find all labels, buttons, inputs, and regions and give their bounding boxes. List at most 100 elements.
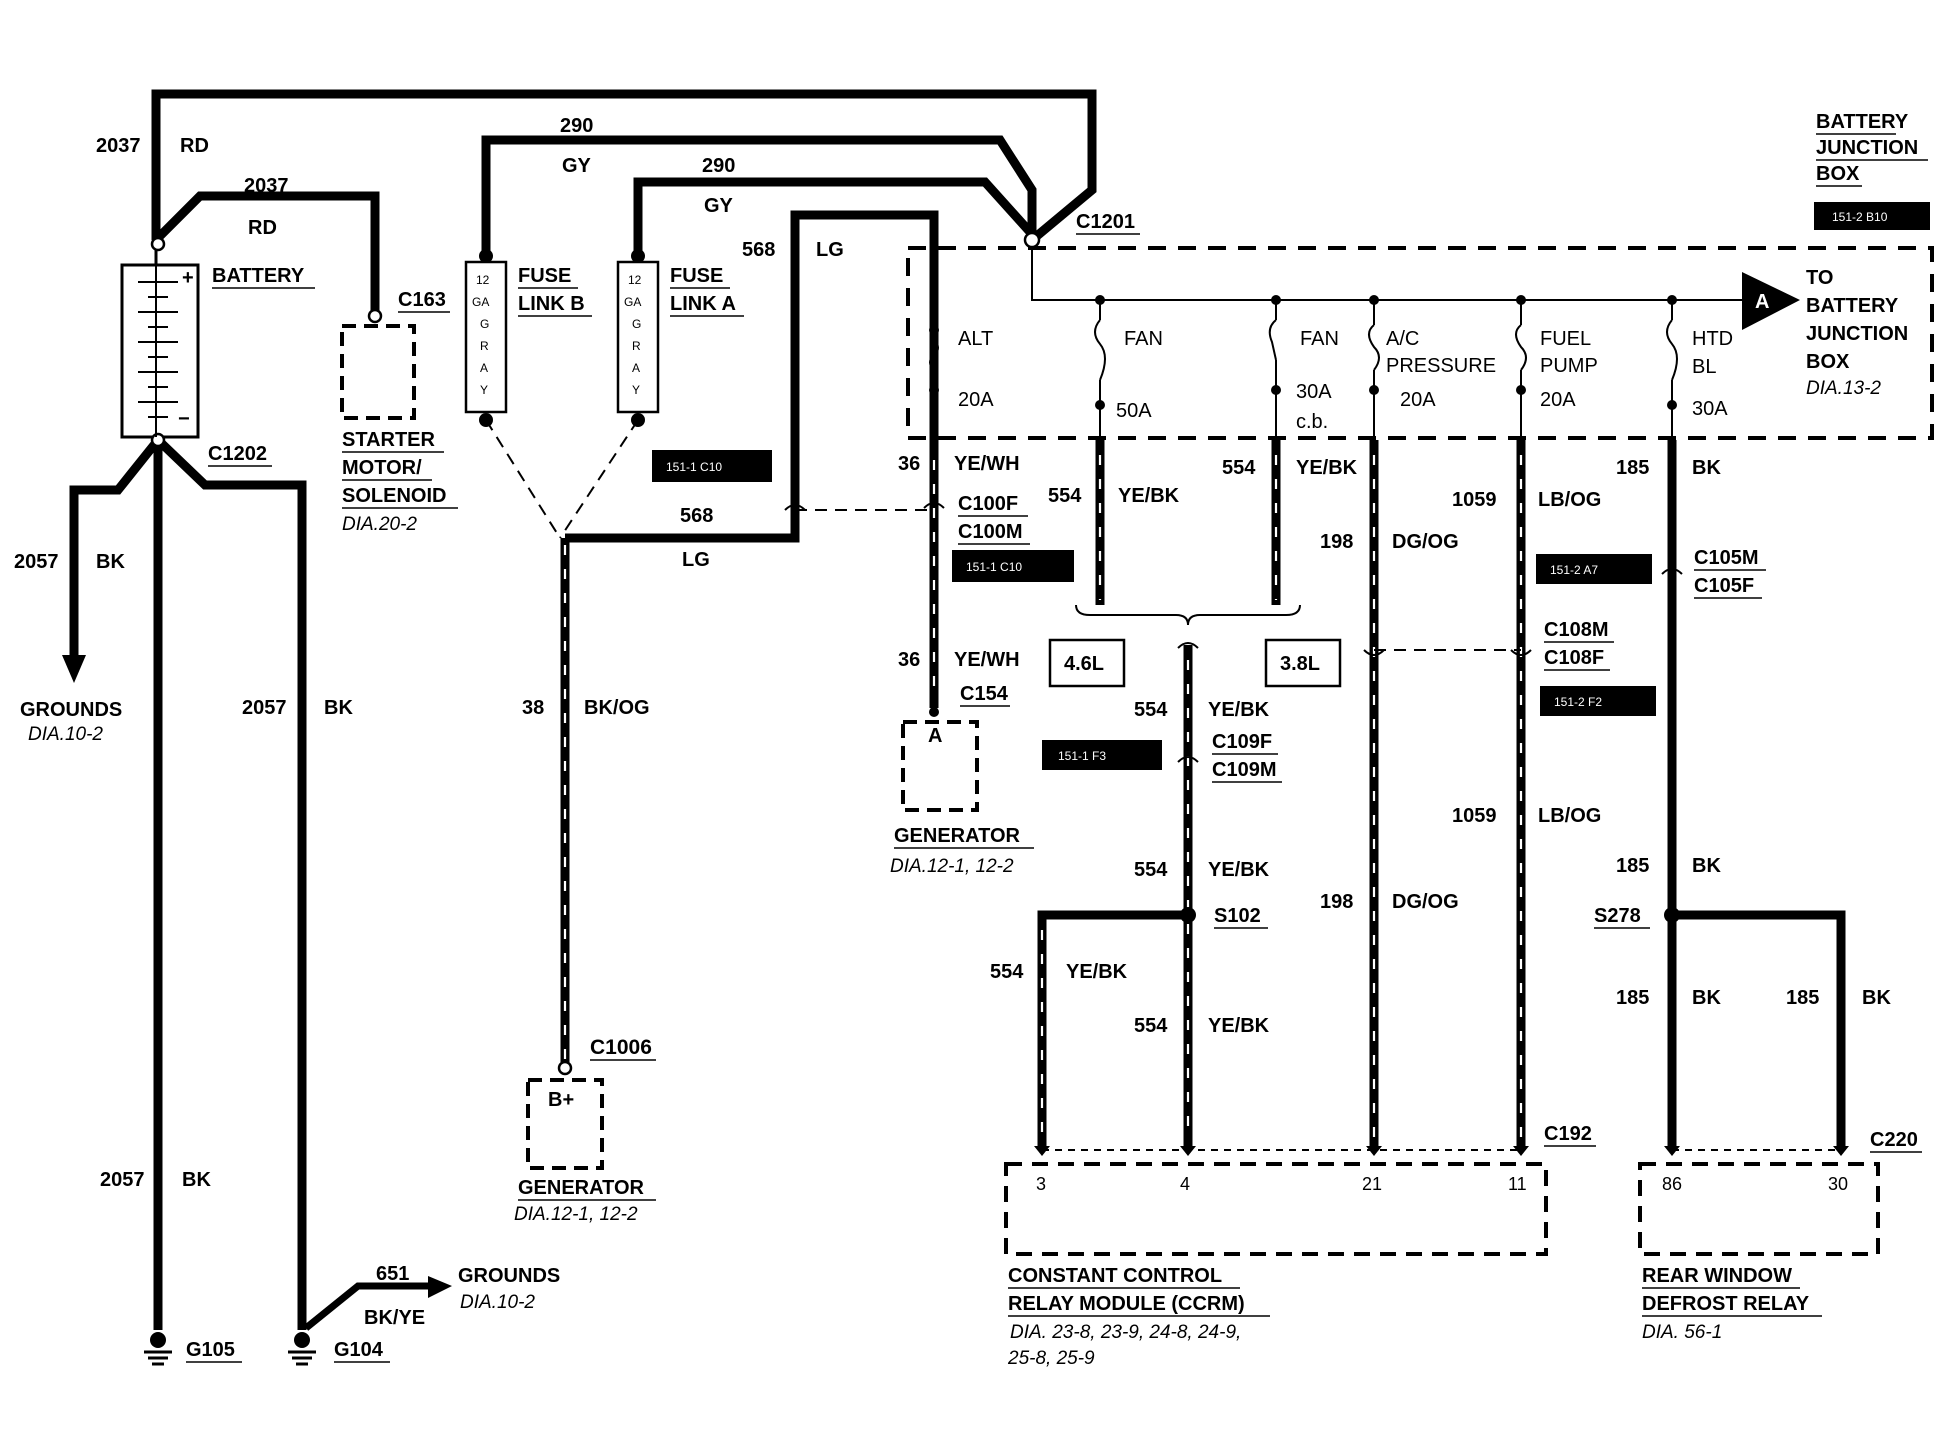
svg-text:185: 185 (1616, 987, 1649, 1009)
svg-text:GROUNDS: GROUNDS (20, 699, 122, 721)
wire-651 (303, 1282, 430, 1331)
svg-text:3.8L: 3.8L (1280, 653, 1320, 675)
svg-text:YE/BK: YE/BK (1208, 859, 1270, 881)
grounds-right-arrow-icon (428, 1276, 452, 1298)
svg-text:C105M: C105M (1694, 547, 1758, 569)
svg-text:554: 554 (1222, 457, 1256, 479)
svg-text:38: 38 (522, 697, 544, 719)
c1201-connector-icon (1023, 231, 1041, 249)
svg-text:C109M: C109M (1212, 759, 1276, 781)
svg-text:C163: C163 (398, 289, 446, 311)
svg-text:554: 554 (1048, 485, 1082, 507)
svg-text:PUMP: PUMP (1540, 355, 1598, 377)
svg-text:S102: S102 (1214, 905, 1261, 927)
svg-text:185: 185 (1616, 457, 1649, 479)
svg-text:198: 198 (1320, 531, 1353, 553)
svg-text:651: 651 (376, 1263, 409, 1285)
svg-text:DEFROST RELAY: DEFROST RELAY (1642, 1293, 1810, 1315)
generator-b-plus: C1006 B+ GENERATOR DIA.12-1, 12-2 (514, 1036, 656, 1225)
svg-text:YE/BK: YE/BK (1208, 1015, 1270, 1037)
svg-text:25-8, 25-9: 25-8, 25-9 (1007, 1348, 1095, 1369)
svg-text:YE/WH: YE/WH (954, 649, 1020, 671)
svg-text:GY: GY (704, 195, 734, 217)
svg-text:RD: RD (248, 217, 277, 239)
svg-text:PRESSURE: PRESSURE (1386, 355, 1496, 377)
svg-text:TO: TO (1806, 267, 1833, 289)
to-jb-arrow-icon (1742, 272, 1800, 330)
svg-text:A: A (480, 361, 488, 375)
svg-text:290: 290 (560, 115, 593, 137)
svg-text:JUNCTION: JUNCTION (1806, 323, 1908, 345)
wire-2037-starter (152, 191, 380, 316)
svg-text:151-1 C10: 151-1 C10 (966, 560, 1022, 574)
svg-text:554: 554 (1134, 859, 1168, 881)
svg-text:G104: G104 (334, 1339, 384, 1361)
wires (69, 89, 1846, 1331)
svg-text:36: 36 (898, 453, 920, 475)
wire-290-link-b (481, 135, 1037, 265)
svg-text:BK: BK (1862, 987, 1891, 1009)
c1201-label: C1201 (1076, 211, 1135, 233)
wire-185-s278 (1672, 910, 1846, 1150)
svg-text:C1202: C1202 (208, 443, 267, 465)
svg-text:BK: BK (182, 1169, 211, 1191)
svg-text:B+: B+ (548, 1089, 574, 1111)
svg-text:185: 185 (1786, 987, 1819, 1009)
svg-text:151-1 F3: 151-1 F3 (1058, 749, 1106, 763)
svg-text:GENERATOR: GENERATOR (894, 825, 1020, 847)
fuse-labels: ALT 20A FAN 50A FAN 30A c.b. A/C PRESSUR… (958, 328, 1733, 433)
starter-motor: C163 STARTER MOTOR/ SOLENOID DIA.20-2 (340, 289, 458, 535)
svg-text:185: 185 (1616, 855, 1649, 877)
svg-text:A: A (632, 361, 640, 375)
svg-text:554: 554 (1134, 1015, 1168, 1037)
svg-text:FAN: FAN (1124, 328, 1163, 350)
svg-text:568: 568 (680, 505, 713, 527)
svg-text:151-1 C10: 151-1 C10 (666, 460, 722, 474)
svg-text:554: 554 (990, 961, 1024, 983)
svg-text:DIA.12-1, 12-2: DIA.12-1, 12-2 (514, 1204, 638, 1225)
svg-text:A: A (928, 725, 942, 747)
fuse-alt (929, 320, 939, 440)
svg-text:BK: BK (1692, 457, 1721, 479)
svg-text:DIA. 56-1: DIA. 56-1 (1642, 1322, 1722, 1343)
svg-text:LG: LG (816, 239, 844, 261)
svg-text:C1006: C1006 (590, 1036, 652, 1059)
svg-text:LB/OG: LB/OG (1538, 805, 1601, 827)
svg-text:2037: 2037 (244, 175, 289, 197)
ground-g105: G105 (144, 1332, 242, 1366)
svg-text:LINK A: LINK A (670, 293, 736, 315)
svg-text:C108M: C108M (1544, 619, 1608, 641)
svg-text:MOTOR/: MOTOR/ (342, 457, 422, 479)
svg-text:C220: C220 (1870, 1129, 1918, 1151)
svg-text:GA: GA (472, 295, 489, 309)
fuse-link-b: 12 GA G R A Y FUSE LINK B (464, 249, 592, 427)
svg-text:YE/BK: YE/BK (1296, 457, 1358, 479)
svg-text:LG: LG (682, 549, 710, 571)
svg-text:20A: 20A (1540, 389, 1576, 411)
svg-text:S278: S278 (1594, 905, 1641, 927)
jb-title: BATTERY JUNCTION BOX 151-2 B10 (1814, 111, 1930, 230)
svg-text:2057: 2057 (100, 1169, 145, 1191)
svg-text:STARTER: STARTER (342, 429, 436, 451)
wire-290-link-a (633, 177, 1034, 265)
svg-text:C154: C154 (960, 683, 1009, 705)
to-jb-label: TO BATTERY JUNCTION BOX DIA.13-2 (1806, 267, 1908, 399)
svg-text:BOX: BOX (1816, 163, 1860, 185)
svg-text:20A: 20A (1400, 389, 1436, 411)
svg-text:DIA.20-2: DIA.20-2 (342, 514, 417, 535)
svg-text:RELAY MODULE (CCRM): RELAY MODULE (CCRM) (1008, 1293, 1245, 1315)
defrost-relay: 86 30 REAR WINDOW DEFROST RELAY DIA. 56-… (1638, 1146, 1880, 1343)
svg-text:BOX: BOX (1806, 351, 1850, 373)
fuse-link-a: 12 GA G R A Y FUSE LINK A (616, 249, 744, 427)
svg-text:JUNCTION: JUNCTION (1816, 137, 1918, 159)
svg-text:86: 86 (1662, 1174, 1682, 1194)
svg-text:Y: Y (480, 383, 488, 397)
svg-text:30A: 30A (1296, 381, 1332, 403)
svg-text:FUSE: FUSE (518, 265, 571, 287)
svg-text:YE/BK: YE/BK (1118, 485, 1180, 507)
svg-text:HTD: HTD (1692, 328, 1733, 350)
svg-text:ALT: ALT (958, 328, 993, 350)
fuse-fan-30a (1268, 295, 1281, 440)
svg-text:GENERATOR: GENERATOR (518, 1177, 644, 1199)
fuse-fan-50a (1094, 295, 1106, 440)
